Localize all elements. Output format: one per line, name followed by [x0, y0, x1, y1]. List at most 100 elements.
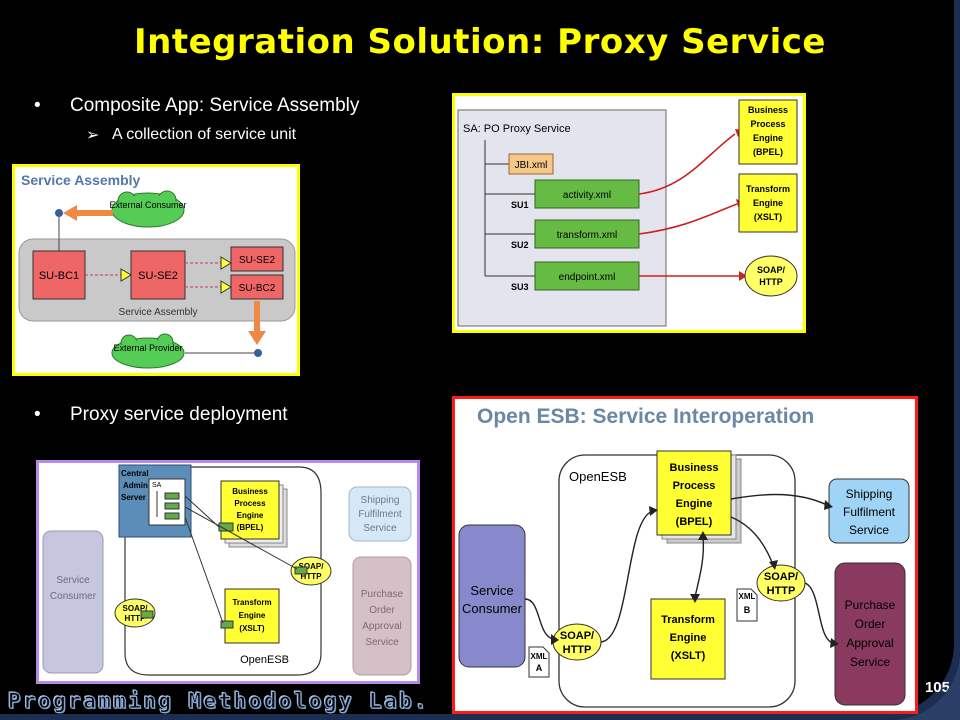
su-bc2-box	[230, 274, 284, 300]
interop-arrowheads	[551, 500, 839, 648]
deploy-consumer-2: Consumer	[50, 591, 97, 602]
yellow-connector-icon	[220, 280, 232, 294]
activity-bpel-link	[638, 133, 736, 195]
deploy-soap-right	[290, 556, 332, 586]
bpel-line-1: Business	[748, 105, 788, 115]
interoperation-diagram: Open ESB: Service Interoperation OpenESB…	[452, 396, 918, 714]
bpel-line-3: Engine	[753, 133, 783, 143]
interop-xslt-1: Transform	[661, 614, 715, 626]
bullet-composite-app-text: Composite App: Service Assembly	[70, 95, 360, 116]
bpel-line-2: Process	[750, 119, 785, 129]
endpoint-xml-box	[534, 261, 640, 291]
jbi-xml-label: JBI.xml	[515, 160, 548, 171]
deploy-xslt-1: Transform	[232, 598, 271, 607]
slide-title: Integration Solution: Proxy Service	[134, 22, 826, 62]
interop-bpel-1: Business	[670, 462, 719, 474]
activity-xml-label: activity.xml	[563, 190, 611, 201]
interop-flow-arrows	[524, 493, 834, 644]
interop-xslt-3: (XSLT)	[671, 650, 706, 662]
transform-xml-label: transform.xml	[557, 230, 618, 241]
deploy-purchase-box	[352, 556, 412, 676]
service-assembly-title: Service Assembly	[21, 172, 141, 188]
transform-xslt-link	[638, 203, 738, 235]
interop-purchase-box	[834, 562, 906, 706]
deploy-shipping-1: Shipping	[361, 495, 400, 506]
deploy-shipping-2: Fulfilment	[358, 509, 402, 520]
deploy-soap-left-1: SOAP/	[123, 604, 149, 613]
su-bc2-label: SU-BC2	[239, 283, 276, 294]
endpoint-dot-icon	[254, 349, 262, 357]
deploy-soap-left	[114, 598, 156, 628]
yellow-connector-icon	[120, 268, 132, 282]
interop-soap-left-2: HTTP	[563, 644, 592, 656]
sub-bullet-service-unit: ➢ A collection of service unit	[86, 126, 297, 144]
footer-lab-name: Programming Methodology Lab.	[7, 689, 430, 714]
admin-line-2: Admin	[123, 481, 148, 490]
deploy-xslt-2: Engine	[239, 611, 266, 620]
xslt-line-1: Transform	[746, 184, 790, 194]
bpel-line-4: (BPEL)	[753, 147, 783, 157]
interop-openesb-label: OpenESB	[569, 469, 627, 484]
external-provider-cloud: External Provider	[111, 333, 185, 369]
deploy-link	[184, 495, 220, 528]
bpel-engine-box	[738, 99, 798, 165]
page-number: 105	[924, 679, 950, 696]
interop-purchase-2: Order	[855, 617, 886, 631]
deploy-soap-right-1: SOAP/	[299, 562, 325, 571]
endpoint-xml-label: endpoint.xml	[559, 272, 616, 283]
deploy-bpel-3: Engine	[237, 511, 264, 520]
deploy-shipping-box	[348, 486, 412, 542]
su-se2-mid-box	[130, 250, 186, 300]
interop-soap-right-2: HTTP	[767, 585, 796, 597]
interop-purchase-4: Service	[850, 655, 890, 669]
deploy-consumer-box	[42, 530, 104, 674]
yellow-connector-icon	[220, 256, 232, 270]
external-provider-label: External Provider	[113, 343, 182, 353]
provider-arrow-icon	[248, 301, 266, 345]
xml-a-line-1: XML	[531, 652, 548, 661]
sa-container	[457, 109, 667, 327]
admin-line-1: Central	[121, 469, 149, 478]
interop-bpel-2: Process	[673, 480, 716, 492]
interop-soap-right-1: SOAP/	[764, 571, 798, 583]
bullet-dot: •	[34, 404, 41, 425]
deploy-xslt-3: (XSLT)	[239, 624, 265, 633]
soap-http-ellipse	[744, 255, 798, 297]
interop-xslt-2: Engine	[670, 632, 707, 644]
su-se2-right-label: SU-SE2	[239, 255, 276, 266]
openesb-boundary	[124, 466, 322, 676]
su-bc1-label: SU-BC1	[39, 270, 79, 282]
interop-shipping-3: Service	[849, 523, 889, 537]
interop-purchase-3: Approval	[846, 636, 893, 650]
deploy-bpel-4: (BPEL)	[237, 523, 264, 532]
deploy-purchase-1: Purchase	[361, 589, 404, 600]
service-assembly-diagram: Service Assembly External Consumer SU-BC…	[12, 164, 300, 376]
su2-label: SU2	[511, 240, 529, 250]
xml-a-line-2: A	[536, 663, 543, 673]
interop-shipping-box	[828, 478, 910, 544]
sub-bullet-text: A collection of service unit	[112, 126, 297, 143]
deploy-soap-right-2: HTTP	[301, 572, 323, 581]
xml-a-document-icon: XML A	[528, 646, 550, 678]
bullet-composite-app: • Composite App: Service Assembly	[34, 95, 360, 117]
po-proxy-service-diagram: SA: PO Proxy Service JBI.xml SU1 SU2 SU3…	[452, 93, 806, 333]
xslt-line-3: (XSLT)	[754, 212, 782, 222]
admin-line-3: Server	[121, 493, 146, 502]
interop-soap-left-1: SOAP/	[560, 630, 594, 642]
xml-b-document-icon: XML B	[736, 588, 758, 622]
consumer-arrow-icon	[63, 205, 113, 221]
openesb-label: OpenESB	[240, 654, 289, 666]
su1-label: SU1	[511, 200, 529, 210]
transform-xml-box	[534, 219, 640, 249]
soap-line-1: SOAP/	[757, 265, 786, 275]
activity-xml-box	[534, 179, 640, 209]
interop-shipping-1: Shipping	[846, 487, 893, 501]
sa-title: SA: PO Proxy Service	[463, 123, 571, 135]
xml-b-line-1: XML	[739, 592, 756, 601]
deploy-consumer-1: Service	[56, 575, 90, 586]
soap-line-2: HTTP	[759, 277, 783, 287]
jbi-xml-box	[508, 153, 554, 175]
deploy-shipping-3: Service	[363, 523, 397, 534]
external-consumer-cloud: External Consumer	[109, 190, 187, 228]
interop-consumer-2: Consumer	[462, 601, 523, 616]
